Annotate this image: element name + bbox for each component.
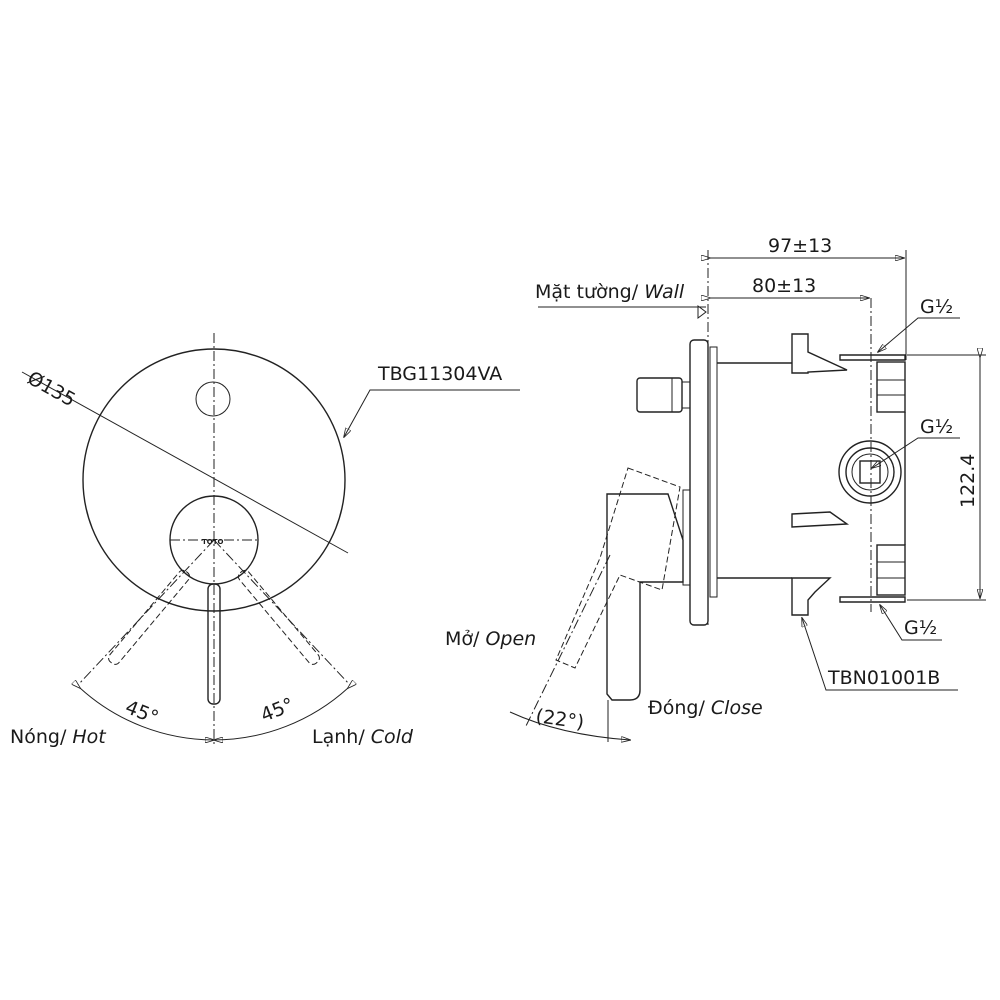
- side-view: 97±13 80±13 Mặt tường/ Wall: [445, 235, 986, 742]
- cover-plate-outline: [82, 348, 346, 612]
- thread-top-label: G½: [920, 296, 953, 318]
- hot-axis: [77, 539, 215, 686]
- lever-closed-side: [606, 493, 684, 701]
- top-port-flange: [839, 354, 906, 361]
- bottom-port: [876, 544, 906, 596]
- middle-lug: [791, 511, 850, 528]
- lever-cold-position: [237, 569, 320, 665]
- angle-cold-label: 45°: [258, 694, 297, 727]
- thread-bottom-label: G½: [904, 617, 937, 639]
- thread-middle-label: G½: [920, 416, 953, 438]
- open-angle-arc: [509, 711, 630, 740]
- top-port: [876, 361, 906, 413]
- lever-open-side: [555, 467, 681, 669]
- cover-plate-side: [689, 339, 709, 626]
- diameter-label: Ø135: [24, 367, 79, 411]
- valve-model-label: TBN01001B: [827, 667, 940, 689]
- wall-arrow-icon: [697, 305, 707, 319]
- side-port-outer: [838, 440, 902, 504]
- diverter-knob: [636, 377, 683, 413]
- diverter-hole: [195, 381, 231, 417]
- dim-height-label: 122.4: [957, 454, 979, 508]
- model-leader: [344, 389, 520, 437]
- hot-label: Nóng/ Hot: [10, 726, 107, 748]
- side-port-ring: [845, 447, 895, 497]
- cold-axis: [213, 539, 351, 686]
- model-label: TBG11304VA: [377, 363, 502, 385]
- top-lug: [791, 333, 848, 374]
- front-view: TOTO Ø135 45° 45° TBG11304VA Nóng/ Hot L…: [10, 333, 520, 748]
- open-label: Mở/ Open: [445, 628, 536, 650]
- bottom-port-flange: [839, 596, 906, 603]
- open-angle-label: (22°): [534, 705, 585, 734]
- angle-hot-label: 45°: [122, 696, 161, 729]
- close-label: Đóng/ Close: [648, 697, 763, 719]
- diameter-dimension-line: [21, 371, 349, 554]
- wall-label: Mặt tường/ Wall: [535, 281, 685, 303]
- angle-arc-hot: [80, 688, 214, 740]
- plate-gasket: [709, 346, 718, 598]
- cold-label: Lạnh/ Cold: [312, 726, 414, 748]
- dim-wall-label: 80±13: [752, 275, 816, 297]
- angle-arc-cold: [214, 688, 348, 740]
- bottom-lug: [791, 577, 832, 616]
- lever-hot-position: [108, 569, 191, 665]
- dim-overall-label: 97±13: [768, 235, 832, 257]
